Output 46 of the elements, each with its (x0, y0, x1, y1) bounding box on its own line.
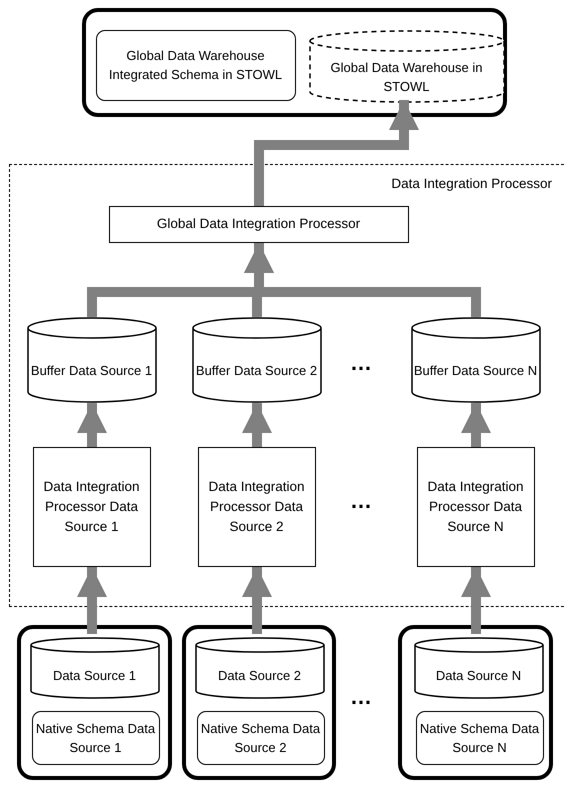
process-box (198, 446, 316, 566)
ellipsis-mark: … (350, 352, 372, 374)
process-box (32, 446, 150, 566)
group-frame (398, 625, 553, 780)
database-cylinder (192, 316, 322, 402)
process-box (416, 446, 534, 566)
database-cylinder (194, 636, 324, 698)
group-frame (82, 8, 507, 117)
schema-box (96, 30, 296, 100)
node-label: Data Integration Processor Data Source 1 (42, 478, 141, 536)
region-frame (9, 164, 566, 607)
node-label: Buffer Data Source 2 (194, 362, 318, 380)
database-cylinder (26, 316, 156, 402)
node-label: Global Data Integration Processor (156, 215, 362, 233)
node-label: Native Schema Data Source 2 (200, 720, 322, 756)
node-label: Data Source N (434, 667, 522, 685)
node-label: Buffer Data Source N (412, 362, 538, 380)
node-label: Buffer Data Source 1 (30, 362, 154, 380)
flow-arrow (77, 567, 107, 634)
flow-arrow (242, 567, 272, 634)
node-label: Native Schema Data Source N (418, 720, 540, 756)
node-label: Data Source 2 (216, 667, 302, 685)
database-cylinder (410, 316, 540, 402)
node-label: Data Integration Processor Data Source N (426, 478, 525, 536)
schema-box (196, 710, 324, 764)
group-frame (182, 625, 336, 780)
process-box (108, 206, 408, 242)
flow-arrow (77, 403, 107, 447)
database-cylinder (414, 636, 544, 698)
node-label: Data Source 1 (52, 667, 138, 685)
flow-arrow (242, 403, 272, 447)
ellipsis-mark: … (350, 490, 372, 512)
node-label: Global Data Warehouse in STOWL (330, 59, 484, 96)
flow-arrow (461, 403, 491, 447)
flow-arrow (254, 100, 419, 206)
schema-box (416, 710, 544, 764)
group-frame (17, 625, 172, 780)
node-label: Global Data Warehouse Integrated Schema in STOWL (108, 47, 284, 84)
node-label: Data Integration Processor Data Source 2 (207, 478, 306, 536)
node-label: Native Schema Data Source 1 (34, 720, 156, 756)
schema-box (32, 710, 160, 764)
ellipsis-mark: … (350, 686, 372, 708)
region-title: Data Integration Processor (390, 175, 553, 193)
flow-arrow (461, 567, 491, 634)
database-cylinder (308, 30, 504, 102)
database-cylinder (30, 636, 160, 698)
